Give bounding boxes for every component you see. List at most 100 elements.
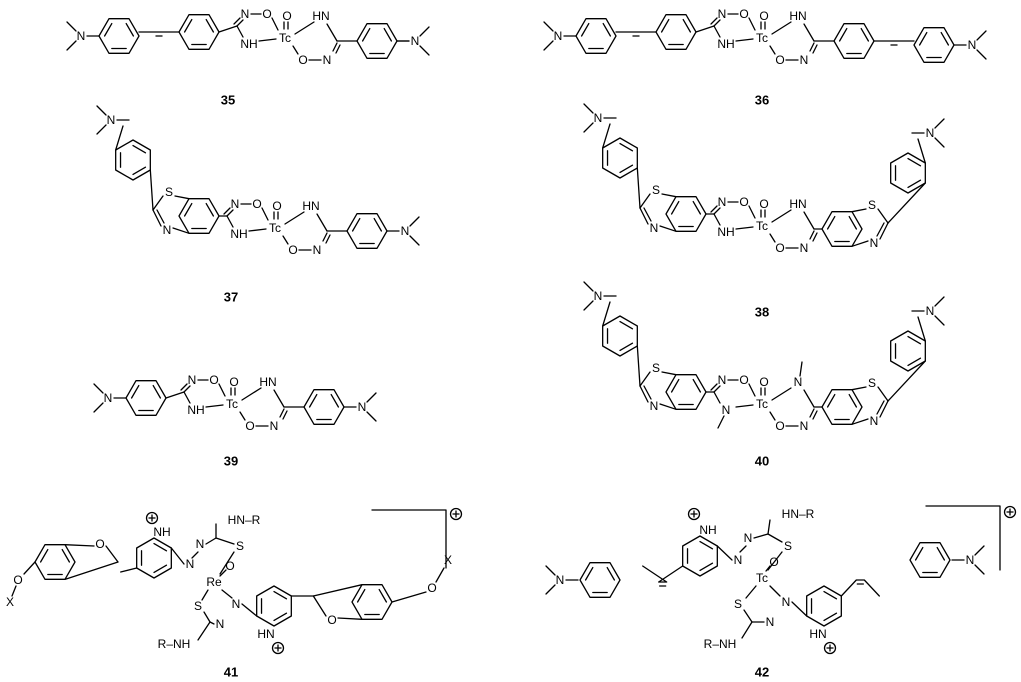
- oxime-nitrogen: N: [323, 53, 332, 67]
- oxime-nitrogen: N: [800, 53, 809, 67]
- nitrogen-atom: N: [650, 221, 659, 235]
- oxime-oxygen: O: [775, 53, 784, 67]
- amide-nitrogen: HN: [259, 375, 276, 389]
- oxo-oxygen: O: [229, 375, 238, 389]
- metal-center-Tc: Tc: [756, 219, 768, 233]
- substituent-x: X: [444, 553, 452, 567]
- oxime-oxygen: O: [252, 197, 261, 211]
- nitrogen-atom: N: [556, 573, 565, 587]
- sulfur-atom: S: [868, 376, 876, 390]
- oxime-nitrogen: N: [313, 243, 322, 257]
- oxime-oxygen: O: [288, 243, 297, 257]
- nitrogen-atom: N: [926, 126, 935, 140]
- nitrogen-atom: N: [401, 224, 410, 238]
- ether-oxygen: O: [427, 581, 436, 595]
- amide-nitrogen: HN: [302, 199, 319, 213]
- nitrogen-atom: N: [968, 38, 977, 52]
- amine-group: HN–R: [228, 513, 261, 527]
- oxime-nitrogen: N: [231, 197, 240, 211]
- nitrogen-atom: N: [966, 553, 975, 567]
- pyridinium-nitrogen: HN: [809, 627, 826, 641]
- compound-number: 36: [755, 93, 769, 108]
- oxime-oxygen: O: [739, 7, 748, 21]
- amide-nitrogen: N: [722, 403, 731, 417]
- oxime-nitrogen: N: [800, 241, 809, 255]
- oxo-oxygen: O: [759, 375, 768, 389]
- sulfur-atom: S: [236, 539, 244, 553]
- nitrogen-atom: N: [104, 391, 113, 405]
- oxime-nitrogen: N: [188, 373, 197, 387]
- substituent-x: X: [6, 595, 14, 609]
- amide-nitrogen: HN: [789, 9, 806, 23]
- oxo-oxygen: O: [759, 9, 768, 23]
- nitrogen-atom: N: [744, 531, 753, 545]
- oxime-oxygen: O: [298, 53, 307, 67]
- nitrogen-atom: N: [554, 29, 563, 43]
- nitrogen-atom: N: [594, 111, 603, 125]
- nitrogen-atom: N: [163, 223, 172, 237]
- oxime-nitrogen: N: [241, 7, 250, 21]
- amide-nitrogen: NH: [717, 225, 734, 239]
- compound-number: 40: [755, 454, 769, 469]
- sulfur-atom: S: [784, 539, 792, 553]
- positive-charge-icon: [687, 507, 701, 521]
- sulfur-atom: S: [165, 185, 173, 199]
- nitrogen-atom: N: [232, 597, 241, 611]
- nitrogen-atom: N: [650, 399, 659, 413]
- metal-center-Re: Re: [206, 575, 222, 589]
- furan-oxygen: O: [95, 537, 104, 551]
- compound-number: 35: [221, 93, 235, 108]
- nitrogen-atom: N: [870, 414, 879, 428]
- positive-charge-icon: [145, 511, 159, 525]
- nitrogen-atom: N: [107, 113, 116, 127]
- oxime-nitrogen: N: [800, 419, 809, 433]
- nitrogen-atom: N: [766, 615, 775, 629]
- positive-charge-icon: [271, 641, 285, 655]
- ether-oxygen: O: [13, 573, 22, 587]
- positive-charge-icon: [449, 507, 463, 521]
- sulfur-atom: S: [868, 198, 876, 212]
- oxime-oxygen: O: [775, 241, 784, 255]
- amide-nitrogen: HN: [789, 197, 806, 211]
- metal-center-Tc: Tc: [756, 571, 768, 585]
- metal-center-Tc: Tc: [269, 221, 281, 235]
- sulfur-atom: S: [194, 599, 202, 613]
- oxime-nitrogen: N: [270, 419, 279, 433]
- amide-nitrogen: NH: [717, 37, 734, 51]
- amide-nitrogen: N: [794, 375, 803, 389]
- nitrogen-atom: N: [358, 400, 367, 414]
- oxime-nitrogen: N: [718, 7, 727, 21]
- compound-number: 38: [755, 305, 769, 320]
- amine-group: HN–R: [782, 507, 815, 521]
- nitrogen-atom: N: [411, 34, 420, 48]
- positive-charge-icon: [823, 641, 837, 655]
- nitrogen-atom: N: [77, 29, 86, 43]
- pyridinium-nitrogen: NH: [153, 525, 170, 539]
- sulfur-atom: S: [652, 361, 660, 375]
- amine-group: R–NH: [158, 637, 191, 651]
- nitrogen-atom: N: [926, 304, 935, 318]
- nitrogen-atom: N: [186, 557, 195, 571]
- oxime-nitrogen: N: [718, 195, 727, 209]
- oxime-oxygen: O: [739, 373, 748, 387]
- amide-nitrogen: NH: [230, 227, 247, 241]
- oxo-oxygen: O: [282, 9, 291, 23]
- oxo-oxygen: O: [759, 197, 768, 211]
- oxo-oxygen: O: [272, 199, 281, 213]
- sulfur-atom: S: [734, 597, 742, 611]
- pyridinium-nitrogen: NH: [699, 523, 716, 537]
- compound-number: 37: [224, 290, 238, 305]
- metal-center-Tc: Tc: [756, 31, 768, 45]
- oxime-oxygen: O: [775, 419, 784, 433]
- compound-number: 39: [224, 454, 238, 469]
- metal-center-Tc: Tc: [756, 397, 768, 411]
- nitrogen-atom: N: [870, 236, 879, 250]
- pyridinium-nitrogen: HN: [257, 627, 274, 641]
